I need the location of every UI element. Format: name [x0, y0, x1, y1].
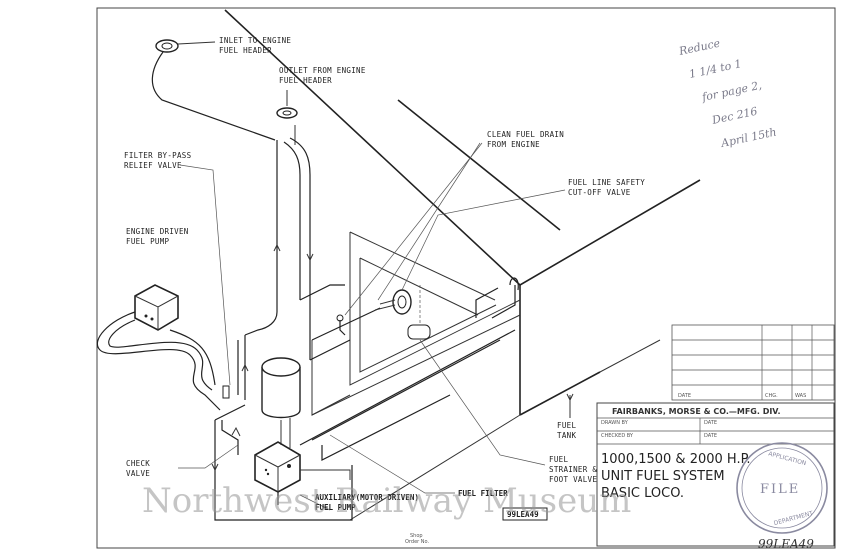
handwritten-note-5: April 15th: [719, 126, 778, 151]
drawn-by-label: DRAWN BY: [601, 420, 629, 426]
clean-drain-label-1: CLEAN FUEL DRAIN: [487, 130, 564, 139]
checked-by-label: CHECKED BY: [601, 433, 634, 439]
fuel-filter: [261, 357, 301, 448]
inlet-fitting: [151, 39, 276, 141]
drawing-number-box: 99LEA49: [502, 507, 548, 521]
bypass-valve: [222, 385, 230, 399]
safety-valve-label-1: FUEL LINE SAFETY: [568, 178, 645, 187]
date-label-1: DATE: [704, 420, 717, 426]
museum-watermark: Northwest Railway Museum: [142, 481, 631, 521]
title-line-3: BASIC LOCO.: [601, 486, 684, 501]
title-line-1: 1000,1500 & 2000 H.P.: [601, 452, 751, 467]
bypass-label-1: FILTER BY-PASS: [124, 151, 192, 160]
grid-header-chg: CHG.: [765, 393, 778, 399]
revision-grid: [671, 324, 835, 401]
outlet-label-1: OUTLET FROM ENGINE: [279, 66, 366, 75]
auxiliary-pump: [254, 441, 351, 505]
outlet-label-2: FUEL HEADER: [279, 76, 332, 85]
check-valve-label-2: VALVE: [126, 469, 150, 478]
bypass-label-2: RELIEF VALVE: [124, 161, 182, 170]
title-line-2: UNIT FUEL SYSTEM: [601, 469, 725, 484]
fuel-tank-outline: [224, 9, 701, 521]
strainer-label-1: FUEL: [549, 455, 568, 464]
company-name: FAIRBANKS, MORSE & CO.—MFG. DIV.: [612, 407, 781, 416]
inlet-label-2: FUEL HEADER: [219, 46, 272, 55]
handwritten-note-4: Dec 216: [710, 105, 759, 127]
strainer-label-3: FOOT VALVE: [549, 475, 597, 484]
engine-pump-label-1: ENGINE DRIVEN: [126, 227, 189, 236]
check-valve-label-1: CHECK: [126, 459, 150, 468]
date-label-2: DATE: [704, 433, 717, 439]
grid-header-was: WAS: [795, 393, 806, 399]
fuel-tank-label-1: FUEL: [557, 421, 576, 430]
sheet-border: [96, 7, 836, 549]
engine-pump-label-2: FUEL PUMP: [126, 237, 170, 246]
stamp-center-text: FILE: [760, 482, 800, 497]
safety-valve-label-2: CUT-OFF VALVE: [568, 188, 631, 197]
leader-lines: [178, 142, 574, 511]
safety-cutoff-valve: [336, 277, 519, 340]
engine-driven-pump: [96, 284, 221, 411]
grid-header-date: DATE: [678, 393, 691, 399]
shop-order-label-1: Shop: [410, 533, 423, 539]
fuel-filter-label: FUEL FILTER: [458, 489, 508, 498]
shop-order-label-2: Order No.: [405, 539, 430, 545]
main-pipes: [237, 137, 381, 400]
clean-drain-label-2: FROM ENGINE: [487, 140, 540, 149]
aux-pump-label-2: FUEL PUMP: [315, 503, 356, 512]
strainer-label-2: STRAINER &: [549, 465, 597, 474]
corner-number: 99LEA49: [758, 537, 814, 551]
handwritten-note-3: for page 2,: [700, 79, 763, 105]
handwritten-note-2: 1 1/4 to 1: [688, 57, 743, 81]
aux-pump-label-1: AUXILIARY(MOTOR DRIVEN): [315, 493, 419, 502]
outlet-fitting: [276, 90, 298, 119]
fuel-tank-label-2: TANK: [557, 431, 576, 440]
drawing-number: 99LEA49: [507, 510, 539, 519]
file-stamp: APPLICATION FILE DEPARTMENT: [736, 442, 828, 534]
inlet-label-1: INLET TO ENGINE: [219, 36, 291, 45]
handwritten-note-1: Reduce: [677, 36, 722, 58]
